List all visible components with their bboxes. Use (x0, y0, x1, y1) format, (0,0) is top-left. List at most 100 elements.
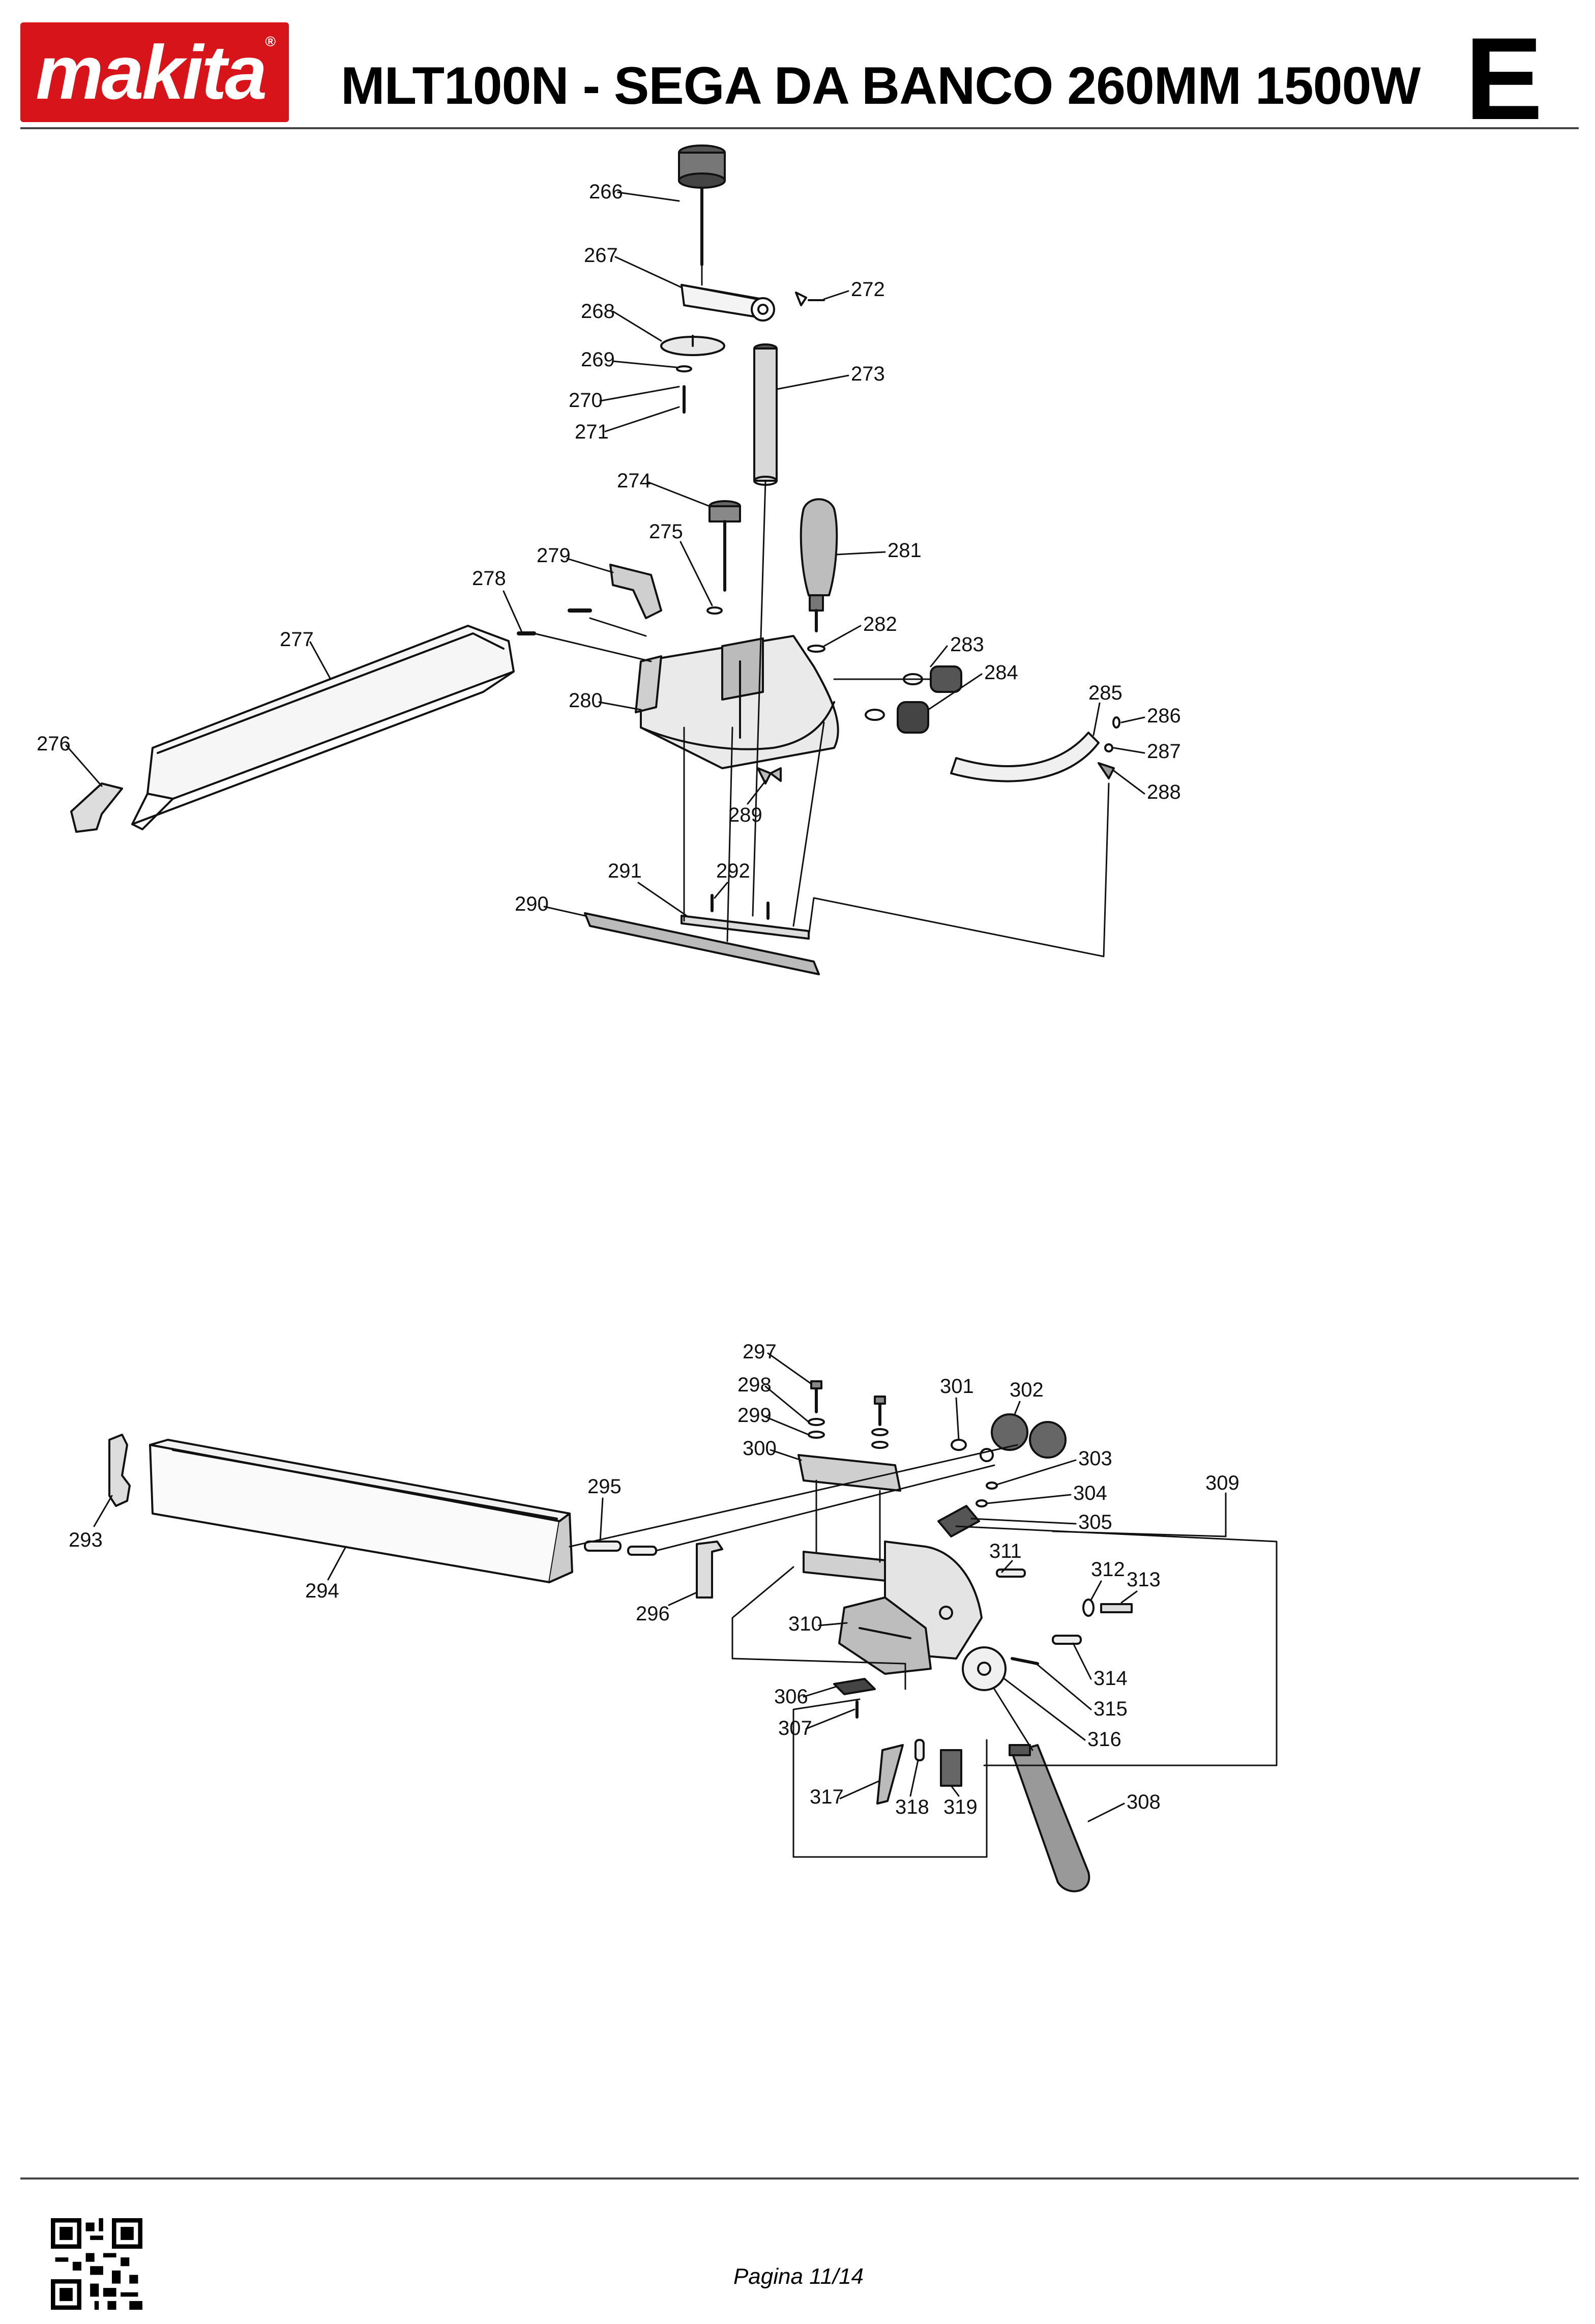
part-302-knob (991, 1413, 1028, 1451)
label-280: 280 (569, 689, 603, 712)
label-312: 312 (1091, 1558, 1125, 1581)
label-270: 270 (569, 389, 603, 412)
label-299: 299 (737, 1404, 772, 1427)
label-278: 278 (472, 567, 506, 590)
part-298-washer (808, 1418, 825, 1426)
part-301-washer (951, 1439, 967, 1451)
page-header: makita® MLT100N - SEGA DA BANCO 260MM 15… (0, 0, 1595, 137)
part-280-protractor-body (635, 635, 839, 769)
part-273-post (753, 343, 778, 486)
label-287: 287 (1147, 740, 1181, 763)
part-288-clip (1098, 762, 1115, 779)
label-309: 309 (1205, 1472, 1239, 1494)
guide-lines-top (533, 264, 1110, 957)
part-304-screw (976, 1499, 988, 1507)
part-311-pin (996, 1568, 1026, 1578)
label-311: 311 (989, 1540, 1022, 1562)
guide-lines-bottom (569, 1444, 1278, 1858)
part-306-pad (833, 1678, 876, 1695)
label-273: 273 (851, 363, 885, 385)
part-310-fence-base (803, 1541, 983, 1675)
label-268: 268 (581, 300, 615, 323)
label-306: 306 (774, 1686, 808, 1708)
part-275-washer (706, 606, 723, 615)
part-277-fence (131, 625, 515, 830)
part-312-washer (1082, 1599, 1095, 1617)
label-284: 284 (984, 661, 1018, 684)
part-290-guide-rail (584, 912, 820, 975)
label-283: 283 (950, 633, 984, 656)
header-divider (20, 127, 1579, 129)
page-title: MLT100N - SEGA DA BANCO 260MM 1500W (341, 56, 1421, 115)
label-282: 282 (863, 613, 897, 635)
part-294-fence (149, 1439, 573, 1583)
label-302: 302 (1010, 1379, 1044, 1401)
label-298: 298 (737, 1374, 772, 1396)
label-267: 267 (584, 244, 618, 267)
section-letter: E (1465, 13, 1543, 144)
labels-top: 266 267 268 269 270 271 272 273 274 275 … (37, 181, 1181, 915)
page-number: Pagina 11/14 (733, 2264, 864, 2289)
label-285: 285 (1088, 682, 1123, 704)
part-272-screw (795, 292, 825, 306)
logo-text: makita (36, 30, 267, 115)
label-286: 286 (1147, 705, 1181, 727)
label-290: 290 (515, 893, 549, 915)
part-299-washer (808, 1431, 825, 1439)
label-272: 272 (851, 278, 885, 301)
part-295-pin (584, 1541, 657, 1556)
part-315-pin (1011, 1657, 1039, 1665)
footer-divider (20, 2177, 1579, 2180)
miter-gauge-assembly (70, 144, 1120, 975)
label-289: 289 (728, 804, 762, 826)
label-318: 318 (895, 1796, 929, 1818)
part-276-end-cap (70, 782, 123, 833)
leader-lines-bottom (93, 1352, 1138, 1822)
label-279: 279 (537, 544, 571, 567)
label-300: 300 (743, 1437, 777, 1460)
label-319: 319 (943, 1796, 978, 1818)
leader-lines-top (65, 191, 1145, 917)
label-315: 315 (1094, 1698, 1128, 1720)
part-300-clamp-block (798, 1454, 901, 1492)
part-284-knob (865, 701, 929, 734)
part-291-bar (681, 915, 810, 940)
label-271: 271 (575, 421, 609, 443)
label-294: 294 (305, 1580, 339, 1602)
label-291: 291 (608, 860, 642, 882)
label-308: 308 (1127, 1791, 1161, 1813)
label-304: 304 (1073, 1482, 1107, 1504)
part-313-screw (1100, 1603, 1133, 1613)
label-303: 303 (1078, 1447, 1112, 1470)
label-281: 281 (888, 539, 922, 562)
label-295: 295 (587, 1475, 622, 1498)
label-314: 314 (1094, 1667, 1128, 1690)
label-296: 296 (636, 1603, 670, 1625)
label-276: 276 (37, 733, 71, 755)
makita-logo: makita® (20, 22, 289, 122)
label-310: 310 (788, 1613, 822, 1635)
part-318-pin (914, 1739, 925, 1761)
label-305: 305 (1078, 1511, 1112, 1533)
part-285-scale (950, 732, 1100, 782)
label-313: 313 (1127, 1568, 1161, 1591)
part-316-roller (962, 1646, 1007, 1691)
part-281-handle (800, 498, 838, 632)
part-274-knob (708, 500, 741, 592)
label-266: 266 (589, 181, 623, 203)
part-297-screw (810, 1380, 886, 1426)
part-303-washer (986, 1481, 998, 1490)
label-316: 316 (1087, 1728, 1121, 1751)
label-275: 275 (649, 520, 683, 543)
part-269-washer (676, 365, 692, 372)
part-279-clamp (609, 564, 662, 619)
qr-code-icon (51, 2218, 142, 2310)
label-288: 288 (1147, 781, 1181, 803)
label-274: 274 (617, 470, 651, 492)
label-292: 292 (716, 860, 750, 882)
part-287-washer (1104, 743, 1113, 752)
part-289-wing-nut (757, 767, 782, 785)
label-293: 293 (69, 1529, 103, 1551)
label-277: 277 (280, 628, 314, 651)
